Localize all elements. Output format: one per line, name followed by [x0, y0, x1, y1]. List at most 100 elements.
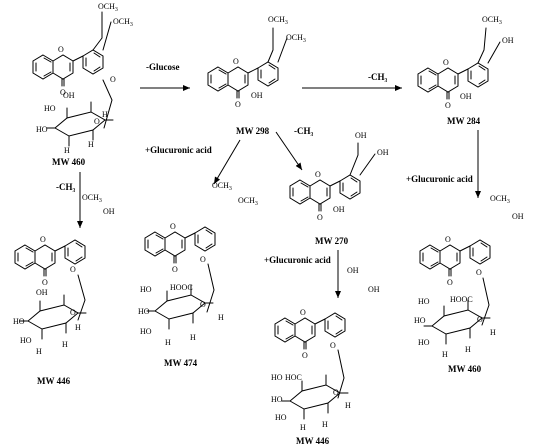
atom-label: H [345, 401, 351, 410]
molecular-weight-label: MW 460 [52, 157, 86, 167]
atom-label: HO [20, 336, 32, 345]
atom-label: O [70, 265, 76, 274]
atom-label: O [235, 100, 241, 109]
atom-label: OH [347, 266, 359, 275]
atom-label: O [58, 45, 64, 54]
atom-label: O [300, 308, 306, 317]
atom-label: HOOC [450, 295, 473, 304]
atom-label: O [330, 341, 336, 350]
atom-label: H [75, 323, 81, 332]
atom-label: OH [63, 91, 75, 100]
atom-label: O [170, 222, 176, 231]
reaction-label-glucose: -Glucose [146, 62, 180, 72]
atom-label: OH [36, 288, 48, 297]
atom-label: HO [414, 316, 426, 325]
atom-label: O [333, 388, 339, 397]
atom-label: H [322, 420, 328, 429]
atom-label: OH [502, 36, 514, 45]
atom-label: HO [36, 125, 48, 134]
reaction-label-ch3: -CH₃ [56, 182, 75, 192]
atom-label: OCH3 [238, 196, 258, 207]
atom-label: OCH3 [482, 15, 502, 26]
atom-label: O [476, 268, 482, 277]
atom-label: H [490, 328, 496, 337]
atom-label: O [200, 300, 206, 309]
atom-label: OCH3 [490, 194, 510, 205]
reaction-arrows [77, 85, 481, 298]
atom-label: HOC [285, 373, 302, 382]
reaction-label-ch3: -CH₃ [294, 126, 313, 136]
atom-label: OH [512, 212, 524, 221]
atom-label: H [300, 423, 306, 432]
atom-label: OH [333, 205, 345, 214]
atom-label: O [70, 308, 76, 317]
atom-label: HO [271, 395, 283, 404]
atom-label: OCH3 [113, 17, 133, 28]
reaction-label-glucuronic: +Glucuronic acid [406, 174, 473, 184]
molecule-mw460-glucoside: O O O OCH3 OCH3 HO HO OH O H H H MW 460 [32, 2, 133, 167]
atom-label: HO [418, 338, 430, 347]
atom-label: H [88, 140, 94, 149]
atom-label: O [302, 351, 308, 360]
atom-label: O [233, 57, 239, 66]
atom-label: OH [377, 148, 389, 157]
atom-label: OCH3 [286, 33, 306, 44]
atom-label: H [190, 333, 196, 342]
molecule-mw284: O O OH OCH3 OH MW 284 [417, 15, 514, 126]
molecular-weight-label: MW 270 [315, 236, 349, 246]
atom-label: H [218, 313, 224, 322]
molecule-mw474: O O O OCH3 OCH3 HOOC HO HO HO O H H H MW… [138, 181, 258, 368]
molecule-mw446-center: O O O OH OH HOC HO HO HO O H H H MW 446 [271, 266, 380, 446]
atom-label: O [110, 75, 116, 84]
atom-label: HO [44, 104, 56, 113]
atom-label: HO [275, 413, 287, 422]
atom-label: OCH3 [98, 2, 118, 13]
reaction-label-ch3: -CH₃ [368, 72, 387, 82]
atom-label: O [315, 170, 321, 179]
atom-label: OH [460, 92, 472, 101]
atom-label: H [465, 345, 471, 354]
atom-label: O [60, 88, 66, 97]
reaction-labels: -Glucose -CH₃ -CH₃ -CH₃ +Glucuronic acid… [56, 62, 473, 265]
atom-label: OH [251, 91, 263, 100]
atom-label: HO [140, 285, 152, 294]
atom-label: O [42, 278, 48, 287]
molecule-mw460-glucuronide: O O O OCH3 OH HOOC HO HO HO O H H H MW 4… [414, 194, 524, 374]
atom-label: O [477, 315, 483, 324]
atom-label: HOOC [170, 283, 193, 292]
atom-label: O [445, 101, 451, 110]
atom-label: H [165, 338, 171, 347]
atom-label: OCH3 [82, 193, 102, 204]
molecular-weight-label: MW 298 [236, 126, 270, 136]
arrow-demethylation-298-270 [275, 131, 303, 171]
atom-label: OCH3 [268, 15, 288, 26]
atom-label: H [64, 146, 70, 155]
molecular-weight-label: MW 284 [447, 116, 481, 126]
atom-label: O [443, 58, 449, 67]
atom-label: O [94, 117, 100, 126]
arrow-glucuronidation-298-474 [213, 139, 241, 185]
atom-label: H [36, 347, 42, 356]
atom-label: O [317, 213, 323, 222]
molecular-weight-label: MW 446 [296, 436, 330, 446]
atom-label: HO [418, 297, 430, 306]
reaction-label-glucuronic: +Glucuronic acid [145, 145, 212, 155]
atom-label: HO [271, 373, 283, 382]
atom-label: O [172, 265, 178, 274]
atom-label: OH [368, 285, 380, 294]
atom-label: O [447, 278, 453, 287]
molecular-weight-label: MW 474 [164, 358, 198, 368]
reaction-label-glucuronic: +Glucuronic acid [264, 255, 331, 265]
molecular-weight-label: MW 446 [37, 376, 71, 386]
atom-label: H [442, 350, 448, 359]
atom-label: OCH3 [212, 181, 232, 192]
atom-label: HO [13, 317, 25, 326]
atom-label: O [200, 255, 206, 264]
atom-label: O [445, 235, 451, 244]
molecule-mw446-left: O O O OCH3 OH OH HO HO O H H H MW 446 [13, 193, 115, 386]
molecular-weight-label: MW 460 [448, 364, 482, 374]
atom-label: HO [140, 327, 152, 336]
atom-label: H [102, 110, 108, 119]
atom-label: O [40, 235, 46, 244]
